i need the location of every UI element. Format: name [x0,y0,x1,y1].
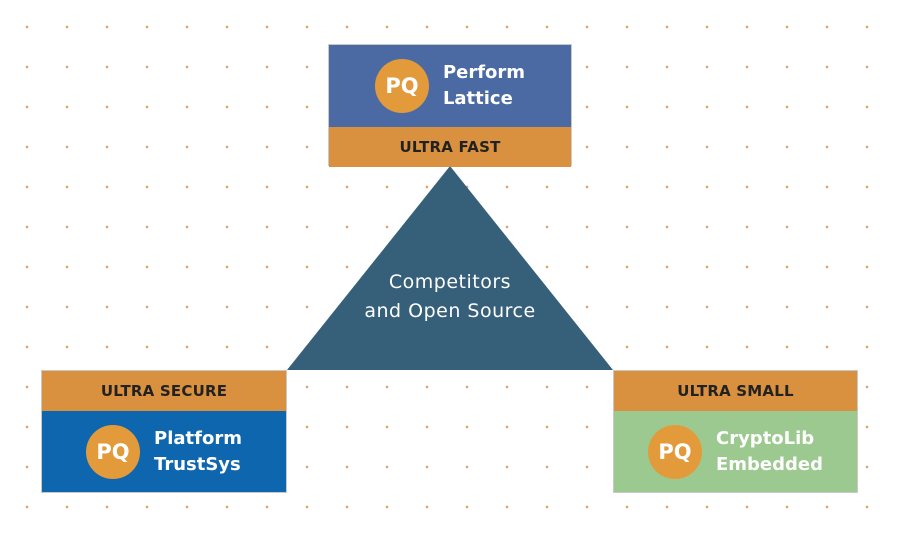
pq-badge-icon: PQ [374,59,429,113]
tag-ultra-small: ULTRA SMALL [614,371,857,411]
triangle-label-line2: and Open Source [364,300,536,322]
card-top-body: PQ Perform Lattice [329,45,571,127]
product-name: Platform TrustSys [154,426,242,478]
pq-badge-icon: PQ [647,424,702,479]
product-name: Perform Lattice [443,60,525,112]
tag-ultra-fast: ULTRA FAST [329,127,571,167]
product-name-line1: CryptoLib [715,427,815,449]
triangle-label: Competitors and Open Source [330,268,570,326]
product-card-platform-trustsys: ULTRA SECURE PQ Platform TrustSys [41,370,287,493]
product-name-line2: Embedded [715,453,823,475]
product-name-line2: TrustSys [154,453,241,475]
pq-badge-icon: PQ [86,424,141,479]
product-card-perform-lattice: PQ Perform Lattice ULTRA FAST [328,44,572,167]
product-name: CryptoLib Embedded [716,426,823,478]
card-left-body: PQ Platform TrustSys [42,411,286,492]
triangle-label-line1: Competitors [388,271,512,293]
tag-ultra-secure: ULTRA SECURE [42,371,286,411]
product-card-cryptolib-embedded: ULTRA SMALL PQ CryptoLib Embedded [613,370,858,493]
product-name-line2: Lattice [442,88,513,109]
card-right-body: PQ CryptoLib Embedded [614,411,857,492]
product-name-line1: Platform [154,427,242,449]
product-name-line1: Perform [442,62,526,83]
triangle-shape [287,166,613,370]
